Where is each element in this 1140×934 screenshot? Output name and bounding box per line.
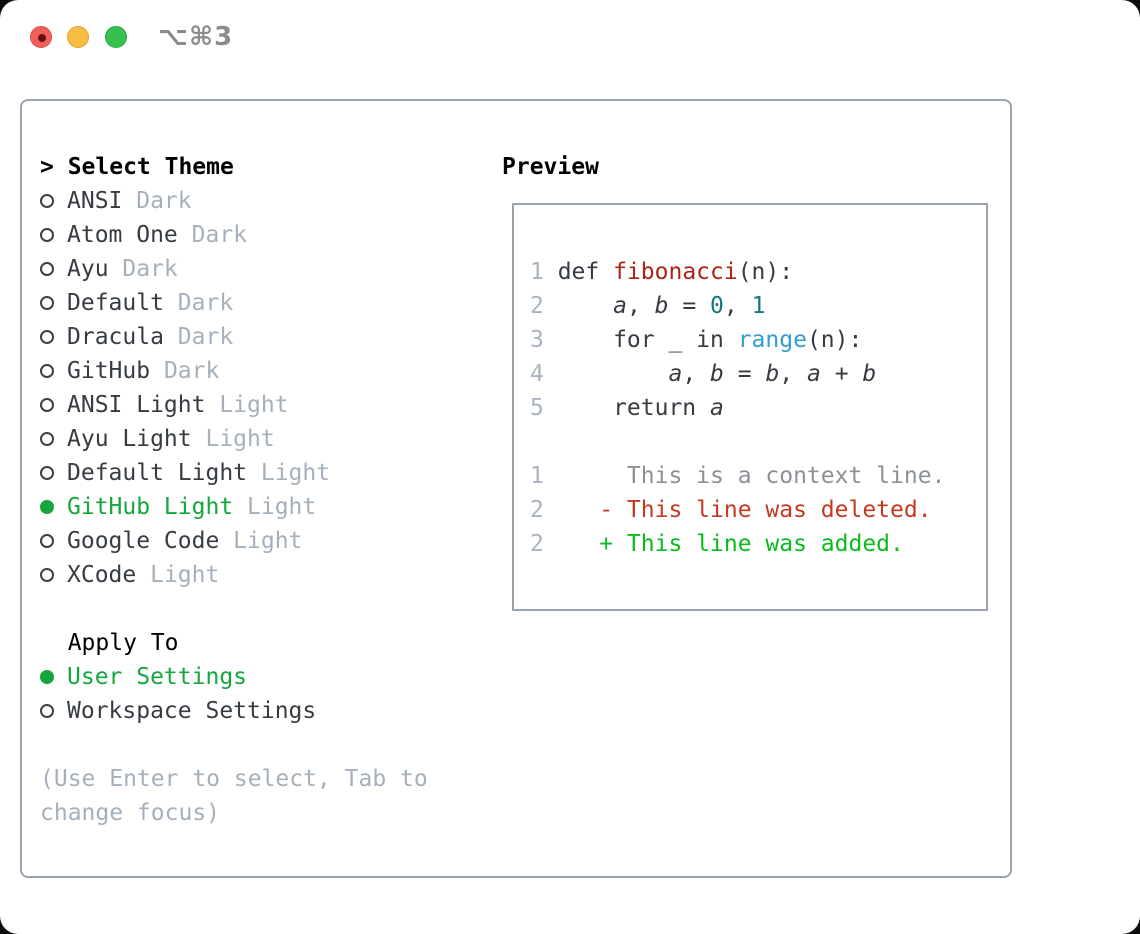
theme-name: Dracula <box>67 324 164 350</box>
theme-option-default-light[interactable]: Default Light Light <box>40 456 330 490</box>
code-line <box>530 425 945 459</box>
apply-option-workspace-settings[interactable]: Workspace Settings <box>40 694 316 728</box>
theme-option-default[interactable]: Default Dark <box>40 286 330 320</box>
radio-icon <box>40 364 54 378</box>
line-number: 2 <box>530 293 544 319</box>
code-line: 1 This is a context line. <box>530 463 946 489</box>
apply-to-header: Apply To <box>67 630 179 656</box>
titlebar: ⌥⌘3 <box>0 0 1140 78</box>
line-number: 2 <box>530 497 544 523</box>
theme-variant-tag: Light <box>150 562 220 588</box>
radio-icon <box>40 568 54 582</box>
theme-name: GitHub Light <box>67 494 234 520</box>
line-number: 3 <box>530 327 544 353</box>
theme-option-ayu-light[interactable]: Ayu Light Light <box>40 422 330 456</box>
theme-variant-tag: Light <box>260 460 331 486</box>
selection-caret-icon: > <box>40 154 54 180</box>
radio-icon <box>40 194 54 208</box>
theme-name: Atom One <box>67 222 178 248</box>
line-number: 1 <box>530 463 544 489</box>
radio-icon <box>40 466 54 480</box>
theme-name: ANSI Light <box>67 392 206 418</box>
theme-name: Ayu Light <box>67 426 192 452</box>
window-title: ⌥⌘3 <box>158 22 234 52</box>
radio-icon <box>40 228 54 242</box>
theme-name: Default <box>67 290 164 316</box>
radio-icon <box>40 704 54 718</box>
theme-variant-tag: Light <box>205 426 275 452</box>
theme-variant-tag: Dark <box>191 222 248 248</box>
code-line: 2 + This line was added. <box>530 531 904 557</box>
radio-icon <box>40 262 54 276</box>
theme-name: Google Code <box>67 528 220 554</box>
theme-option-dracula[interactable]: Dracula Dark <box>40 320 330 354</box>
theme-name: Ayu <box>67 256 109 282</box>
theme-name: XCode <box>67 562 137 588</box>
theme-variant-tag: Dark <box>163 358 220 384</box>
line-number: 2 <box>530 531 544 557</box>
preview-header: Preview <box>502 154 599 180</box>
theme-variant-tag: Light <box>233 528 303 554</box>
radio-icon <box>40 330 54 344</box>
theme-list-header-row: > Select Theme <box>40 150 330 184</box>
theme-variant-tag: Dark <box>122 256 178 282</box>
line-number: 1 <box>530 259 544 285</box>
radio-selected-icon <box>40 500 54 514</box>
radio-icon <box>40 432 54 446</box>
code-line: 2 a, b = 0, 1 <box>530 293 766 319</box>
apply-option-label: Workspace Settings <box>67 698 317 724</box>
theme-name: GitHub <box>67 358 151 384</box>
code-line: 4 a, b = b, a + b <box>530 361 877 387</box>
theme-variant-tag: Dark <box>177 324 234 350</box>
theme-name: Default Light <box>67 460 248 486</box>
theme-variant-tag: Light <box>247 494 317 520</box>
apply-option-label: User Settings <box>67 664 248 690</box>
apply-option-user-settings[interactable]: User Settings <box>40 660 316 694</box>
radio-selected-icon <box>40 670 54 684</box>
apply-to-header-row: Apply To <box>40 626 316 660</box>
theme-option-ansi[interactable]: ANSI Dark <box>40 184 330 218</box>
theme-variant-tag: Dark <box>177 290 234 316</box>
code-line: 2 - This line was deleted. <box>530 497 932 523</box>
line-number: 5 <box>530 395 544 421</box>
theme-option-ansi-light[interactable]: ANSI Light Light <box>40 388 330 422</box>
theme-list-header: Select Theme <box>67 154 234 180</box>
theme-option-google-code[interactable]: Google Code Light <box>40 524 330 558</box>
theme-option-ayu[interactable]: Ayu Dark <box>40 252 330 286</box>
theme-option-github[interactable]: GitHub Dark <box>40 354 330 388</box>
code-line: 5 return a <box>530 395 724 421</box>
theme-name: ANSI <box>67 188 123 214</box>
theme-variant-tag: Light <box>219 392 289 418</box>
radio-icon <box>40 398 54 412</box>
help-text: (Use Enter to select, Tab to change focu… <box>40 766 428 826</box>
zoom-button[interactable] <box>105 26 127 48</box>
theme-option-xcode[interactable]: XCode Light <box>40 558 330 592</box>
theme-option-github-light[interactable]: GitHub Light Light <box>40 490 330 524</box>
radio-icon <box>40 296 54 310</box>
code-line: 3 for _ in range(n): <box>530 327 863 353</box>
radio-icon <box>40 534 54 548</box>
close-button[interactable] <box>30 26 52 48</box>
theme-variant-tag: Dark <box>136 188 192 214</box>
minimize-button[interactable] <box>67 26 89 48</box>
line-number: 4 <box>530 361 544 387</box>
theme-option-atom-one[interactable]: Atom One Dark <box>40 218 330 252</box>
